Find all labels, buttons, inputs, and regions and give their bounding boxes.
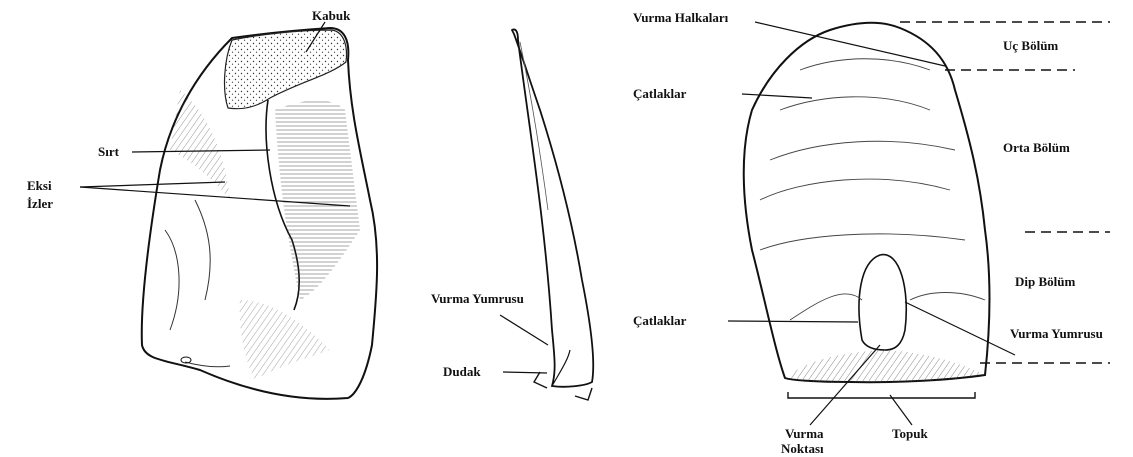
label-dudak: Dudak: [443, 365, 481, 379]
bottom-bracket: [788, 392, 975, 398]
label-kabuk: Kabuk: [312, 9, 350, 23]
label-sirt: Sırt: [98, 145, 119, 159]
label-eksi-line1: Eksi: [27, 179, 52, 193]
profile-view-drawing: [512, 29, 593, 400]
label-dip-bolum: Dip Bölüm: [1015, 275, 1075, 289]
label-vurma-noktasi-line1: Vurma: [785, 427, 824, 441]
label-vurma-yumrusu-profile: Vurma Yumrusu: [431, 292, 524, 306]
label-vurma-halkalari: Vurma Halkaları: [633, 11, 728, 25]
label-catlaklar-top: Çatlaklar: [633, 87, 686, 101]
label-vurma-noktasi-line2: Noktası: [781, 442, 824, 456]
ventral-outline: [744, 23, 990, 382]
label-eksi-line2: İzler: [27, 197, 53, 211]
profile-outline: [512, 29, 593, 386]
ventral-view-drawing: [744, 23, 990, 398]
profile-bracket-left: [534, 372, 547, 388]
label-uc-bolum: Uç Bölüm: [1003, 39, 1058, 53]
label-catlaklar-bottom: Çatlaklar: [633, 314, 686, 328]
dorsal-view-drawing: [142, 28, 377, 399]
profile-bracket-right: [575, 388, 592, 400]
label-topuk: Topuk: [892, 427, 928, 441]
label-orta-bolum: Orta Bölüm: [1003, 141, 1070, 155]
label-vurma-yumrusu-ventral: Vurma Yumrusu: [1010, 327, 1103, 341]
